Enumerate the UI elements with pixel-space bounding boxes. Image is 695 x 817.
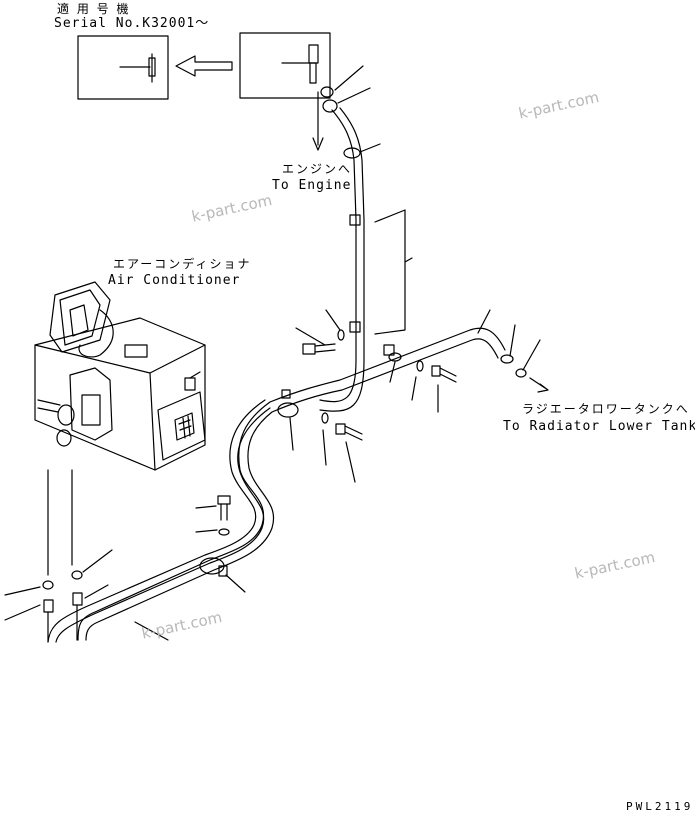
radiator-label-en: To Radiator Lower Tank — [503, 419, 695, 434]
aircon-label-jp: エアーコンディショナ — [113, 257, 252, 271]
drawing-code: PWL2119 — [626, 800, 694, 813]
ac-fittings — [4, 469, 113, 643]
hose-clamp — [277, 389, 299, 451]
air-conditioner-unit — [34, 281, 206, 471]
inset-box-new-fitting — [77, 35, 169, 100]
radiator-label-jp: ラジエータロワータンクへ — [522, 402, 690, 416]
aircon-label-en: Air Conditioner — [108, 273, 241, 288]
bolt-set-upper — [295, 309, 345, 355]
arrow-left-icon — [175, 55, 233, 77]
radiator-hose — [269, 309, 549, 413]
bolt-set-lower-left — [195, 495, 231, 536]
bolt-set-lower-mid — [321, 412, 363, 483]
upper-hose — [319, 107, 413, 412]
ac-hose — [47, 399, 275, 643]
applicable-serial-heading: 適 用 号 機 — [57, 2, 131, 16]
engine-connection — [312, 65, 371, 151]
engine-label-en: To Engine — [272, 178, 352, 193]
inset-box-old-fitting — [239, 32, 331, 99]
engine-label-jp: エンジンへ — [282, 162, 353, 176]
bolt-set-mid-right — [411, 360, 457, 413]
serial-number-label: Serial No.K32001～ — [54, 16, 210, 31]
